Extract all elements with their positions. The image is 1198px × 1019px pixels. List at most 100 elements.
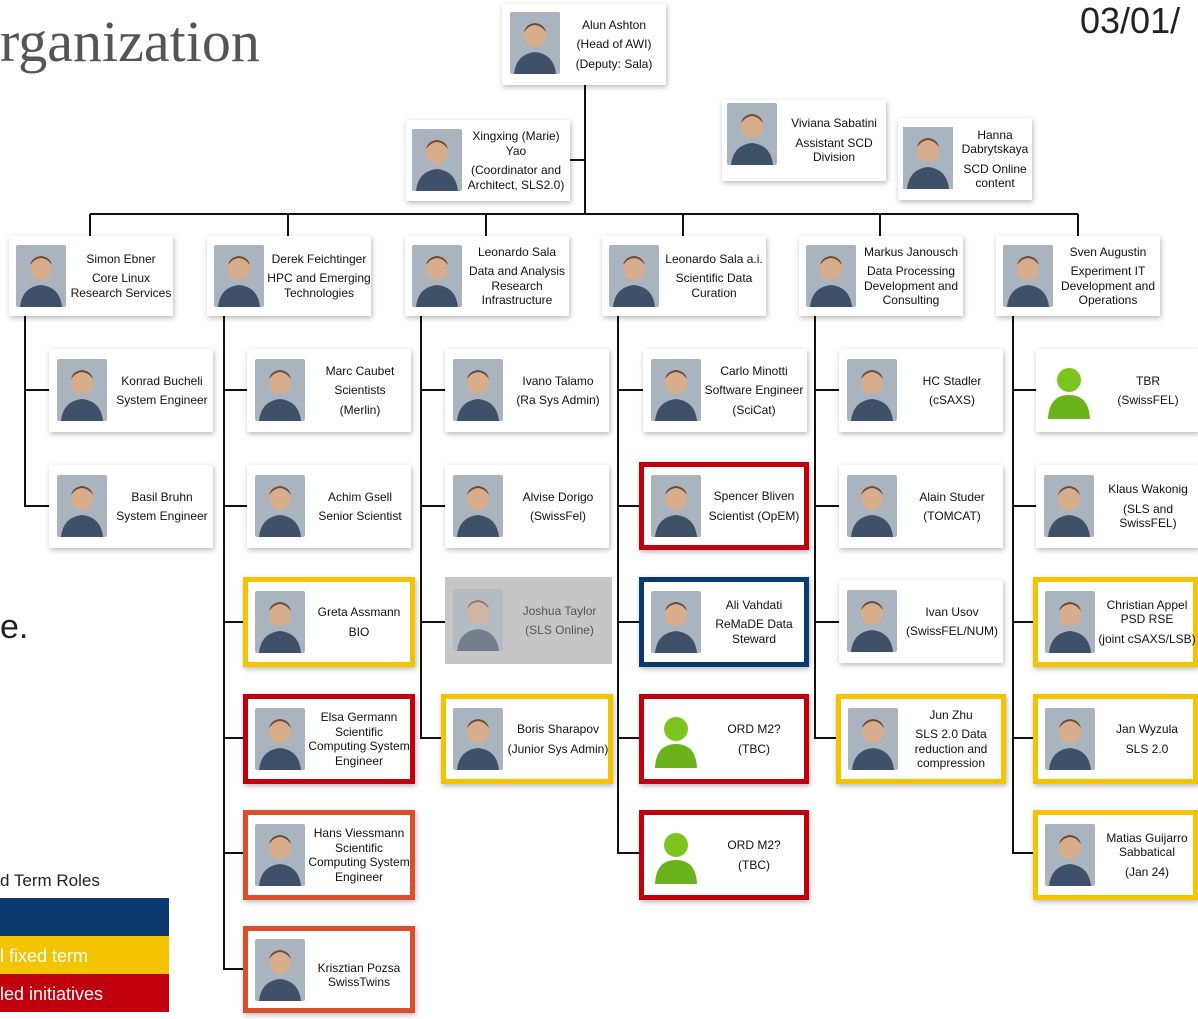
member-card-vacancy[interactable]: ORD M2? (TBC) — [639, 694, 809, 784]
member-name: Boris Sharapov — [516, 722, 600, 736]
photo-avatar — [453, 359, 503, 421]
group-role-line2: Development and — [1060, 278, 1156, 293]
group-role: Data Processing — [866, 264, 956, 278]
photo-avatar — [903, 121, 953, 195]
staff-card-assistant[interactable]: Viviana Sabatini Assistant SCD Division — [722, 100, 886, 181]
member-role-line2: (joint cSAXS/LSB) — [1098, 631, 1196, 646]
member-name: Konrad Bucheli — [121, 373, 203, 388]
member-card-fixed-term[interactable]: Boris Sharapov (Junior Sys Admin) — [441, 694, 613, 784]
group-lead-card[interactable]: Markus Janousch Data Processing Developm… — [799, 236, 963, 316]
member-role: (SwissFel) — [530, 509, 586, 523]
person-name: Alun Ashton — [581, 17, 647, 32]
member-name: ORD M2? — [727, 722, 781, 736]
lead-name: Derek Feichtinger — [271, 251, 367, 266]
photo-avatar — [255, 708, 305, 770]
group-role: Experiment IT — [1070, 264, 1146, 278]
photo-avatar — [412, 245, 462, 307]
member-role-line3: Engineer — [334, 869, 384, 884]
photo-avatar — [651, 591, 701, 653]
member-card[interactable]: HC Stadler (cSAXS) — [839, 349, 1003, 432]
date-label: 03/01/ — [1080, 0, 1181, 41]
group-role-line3: Infrastructure — [481, 293, 553, 307]
member-card-fixed-term[interactable]: Jun Zhu SLS 2.0 Data reduction and compr… — [836, 694, 1006, 784]
person-name-line2: Yao — [505, 143, 527, 158]
photo-avatar — [453, 589, 503, 651]
member-role: (TOMCAT) — [923, 509, 981, 523]
lead-name: Leonardo Sala — [477, 244, 557, 259]
group-role-line3: Consulting — [882, 293, 940, 307]
member-card[interactable]: Alvise Dorigo (SwissFel) — [445, 465, 609, 548]
staff-card-coordinator[interactable]: Xingxing (Marie) Yao (Coordinator and Ar… — [406, 120, 570, 201]
member-role: BIO — [348, 624, 370, 639]
member-name: Basil Bruhn — [131, 489, 193, 504]
member-name: Elsa Germann — [320, 710, 398, 724]
photo-avatar — [16, 245, 66, 307]
head-card[interactable]: Alun Ashton (Head of AWI) (Deputy: Sala) — [502, 4, 666, 85]
member-card-fixed-term[interactable]: Matias Guijarro Sabbatical (Jan 24) — [1033, 810, 1198, 900]
member-card-initiative[interactable]: Elsa Germann Scientific Computing System… — [243, 694, 415, 784]
member-role: (cSAXS) — [928, 393, 975, 407]
person-name-line2: Dabrytskaya — [961, 142, 1029, 156]
legend-item-permanent — [0, 898, 169, 936]
member-card-fixed-term[interactable]: Christian Appel PSD RSE (joint cSAXS/LSB… — [1033, 577, 1198, 667]
member-card-fixed-term[interactable]: Greta Assmann BIO — [243, 577, 415, 667]
member-name: Jun Zhu — [929, 707, 973, 722]
member-role: Software Engineer — [704, 383, 804, 398]
member-card[interactable]: Carlo Minotti Software Engineer (SciCat) — [643, 349, 807, 432]
member-card-fixed-term[interactable]: Jan Wyzula SLS 2.0 — [1033, 694, 1198, 784]
member-card-permanent[interactable]: Ali Vahdati ReMaDE Data Steward — [639, 577, 809, 667]
photo-avatar — [1003, 245, 1053, 307]
member-name: Ivano Talamo — [522, 373, 594, 388]
photo-avatar — [255, 359, 305, 421]
member-name: Alain Studer — [919, 489, 985, 504]
member-card-orange[interactable]: Krisztian Pozsa SwissTwins — [243, 926, 415, 1013]
member-card[interactable]: TBR (SwissFEL) — [1036, 349, 1198, 432]
member-role: Scientific — [334, 724, 384, 739]
lead-name: Markus Janousch — [863, 244, 959, 259]
group-lead-card[interactable]: Derek Feichtinger HPC and Emerging Techn… — [207, 236, 371, 316]
member-role: (SwissFEL) — [1117, 393, 1179, 407]
person-name: Hanna — [977, 127, 1013, 142]
lead-name: Leonardo Sala a.i. — [665, 251, 763, 266]
vacancy-avatar-icon — [651, 708, 701, 770]
member-name: ORD M2? — [727, 838, 781, 852]
photo-avatar — [255, 824, 305, 886]
member-name: Christian Appel — [1106, 597, 1188, 612]
photo-avatar — [609, 245, 659, 307]
member-card[interactable]: Ivano Talamo (Ra Sys Admin) — [445, 349, 609, 432]
member-card[interactable]: Klaus Wakonig (SLS and SwissFEL) — [1036, 465, 1198, 548]
member-name: Ivan Usov — [925, 604, 979, 619]
member-role-line3: Engineer — [334, 753, 384, 768]
group-lead-card[interactable]: Sven Augustin Experiment IT Development … — [996, 236, 1160, 316]
vacancy-avatar-icon — [651, 824, 701, 886]
group-lead-card[interactable]: Leonardo Sala a.i. Scientific Data Curat… — [602, 236, 766, 316]
member-role: Senior Scientist — [318, 509, 402, 523]
member-card[interactable]: Marc Caubet Scientists (Merlin) — [247, 349, 411, 432]
photo-avatar — [57, 359, 107, 421]
member-card-initiative[interactable]: Spencer Bliven Scientist (OpEM) — [639, 462, 809, 550]
member-card-inactive[interactable]: Joshua Taylor (SLS Online) — [445, 577, 612, 664]
person-role-line2: Division — [812, 150, 855, 165]
person-role: Assistant SCD — [795, 135, 873, 150]
member-role: (SLS Online) — [525, 623, 594, 637]
group-lead-card[interactable]: Simon Ebner Core Linux Research Services — [9, 236, 173, 316]
group-lead-card[interactable]: Leonardo Sala Data and Analysis Research… — [405, 236, 569, 316]
staff-card-online-content[interactable]: Hanna Dabrytskaya SCD Online content — [898, 118, 1032, 200]
member-card-vacancy[interactable]: ORD M2? (TBC) — [639, 810, 809, 900]
member-role: (TBC) — [738, 741, 770, 756]
photo-avatar — [1045, 824, 1095, 886]
member-card[interactable]: Achim Gsell Senior Scientist — [247, 465, 411, 548]
member-card[interactable]: Basil Bruhn System Engineer — [49, 465, 213, 548]
member-role: (Junior Sys Admin) — [507, 741, 609, 756]
member-name: Joshua Taylor — [522, 603, 597, 618]
member-card[interactable]: Ivan Usov (SwissFEL/NUM) — [839, 580, 1003, 663]
photo-avatar — [848, 708, 898, 770]
member-card[interactable]: Alain Studer (TOMCAT) — [839, 465, 1003, 548]
member-name: TBR — [1136, 373, 1160, 388]
group-role: HPC and Emerging — [267, 271, 371, 286]
member-card[interactable]: Konrad Bucheli System Engineer — [49, 349, 213, 432]
member-card-orange[interactable]: Hans Viessmann Scientific Computing Syst… — [243, 810, 415, 900]
group-role: Scientific Data — [675, 271, 753, 286]
group-role-line2: Development and — [863, 278, 959, 293]
member-name: Alvise Dorigo — [522, 489, 594, 504]
